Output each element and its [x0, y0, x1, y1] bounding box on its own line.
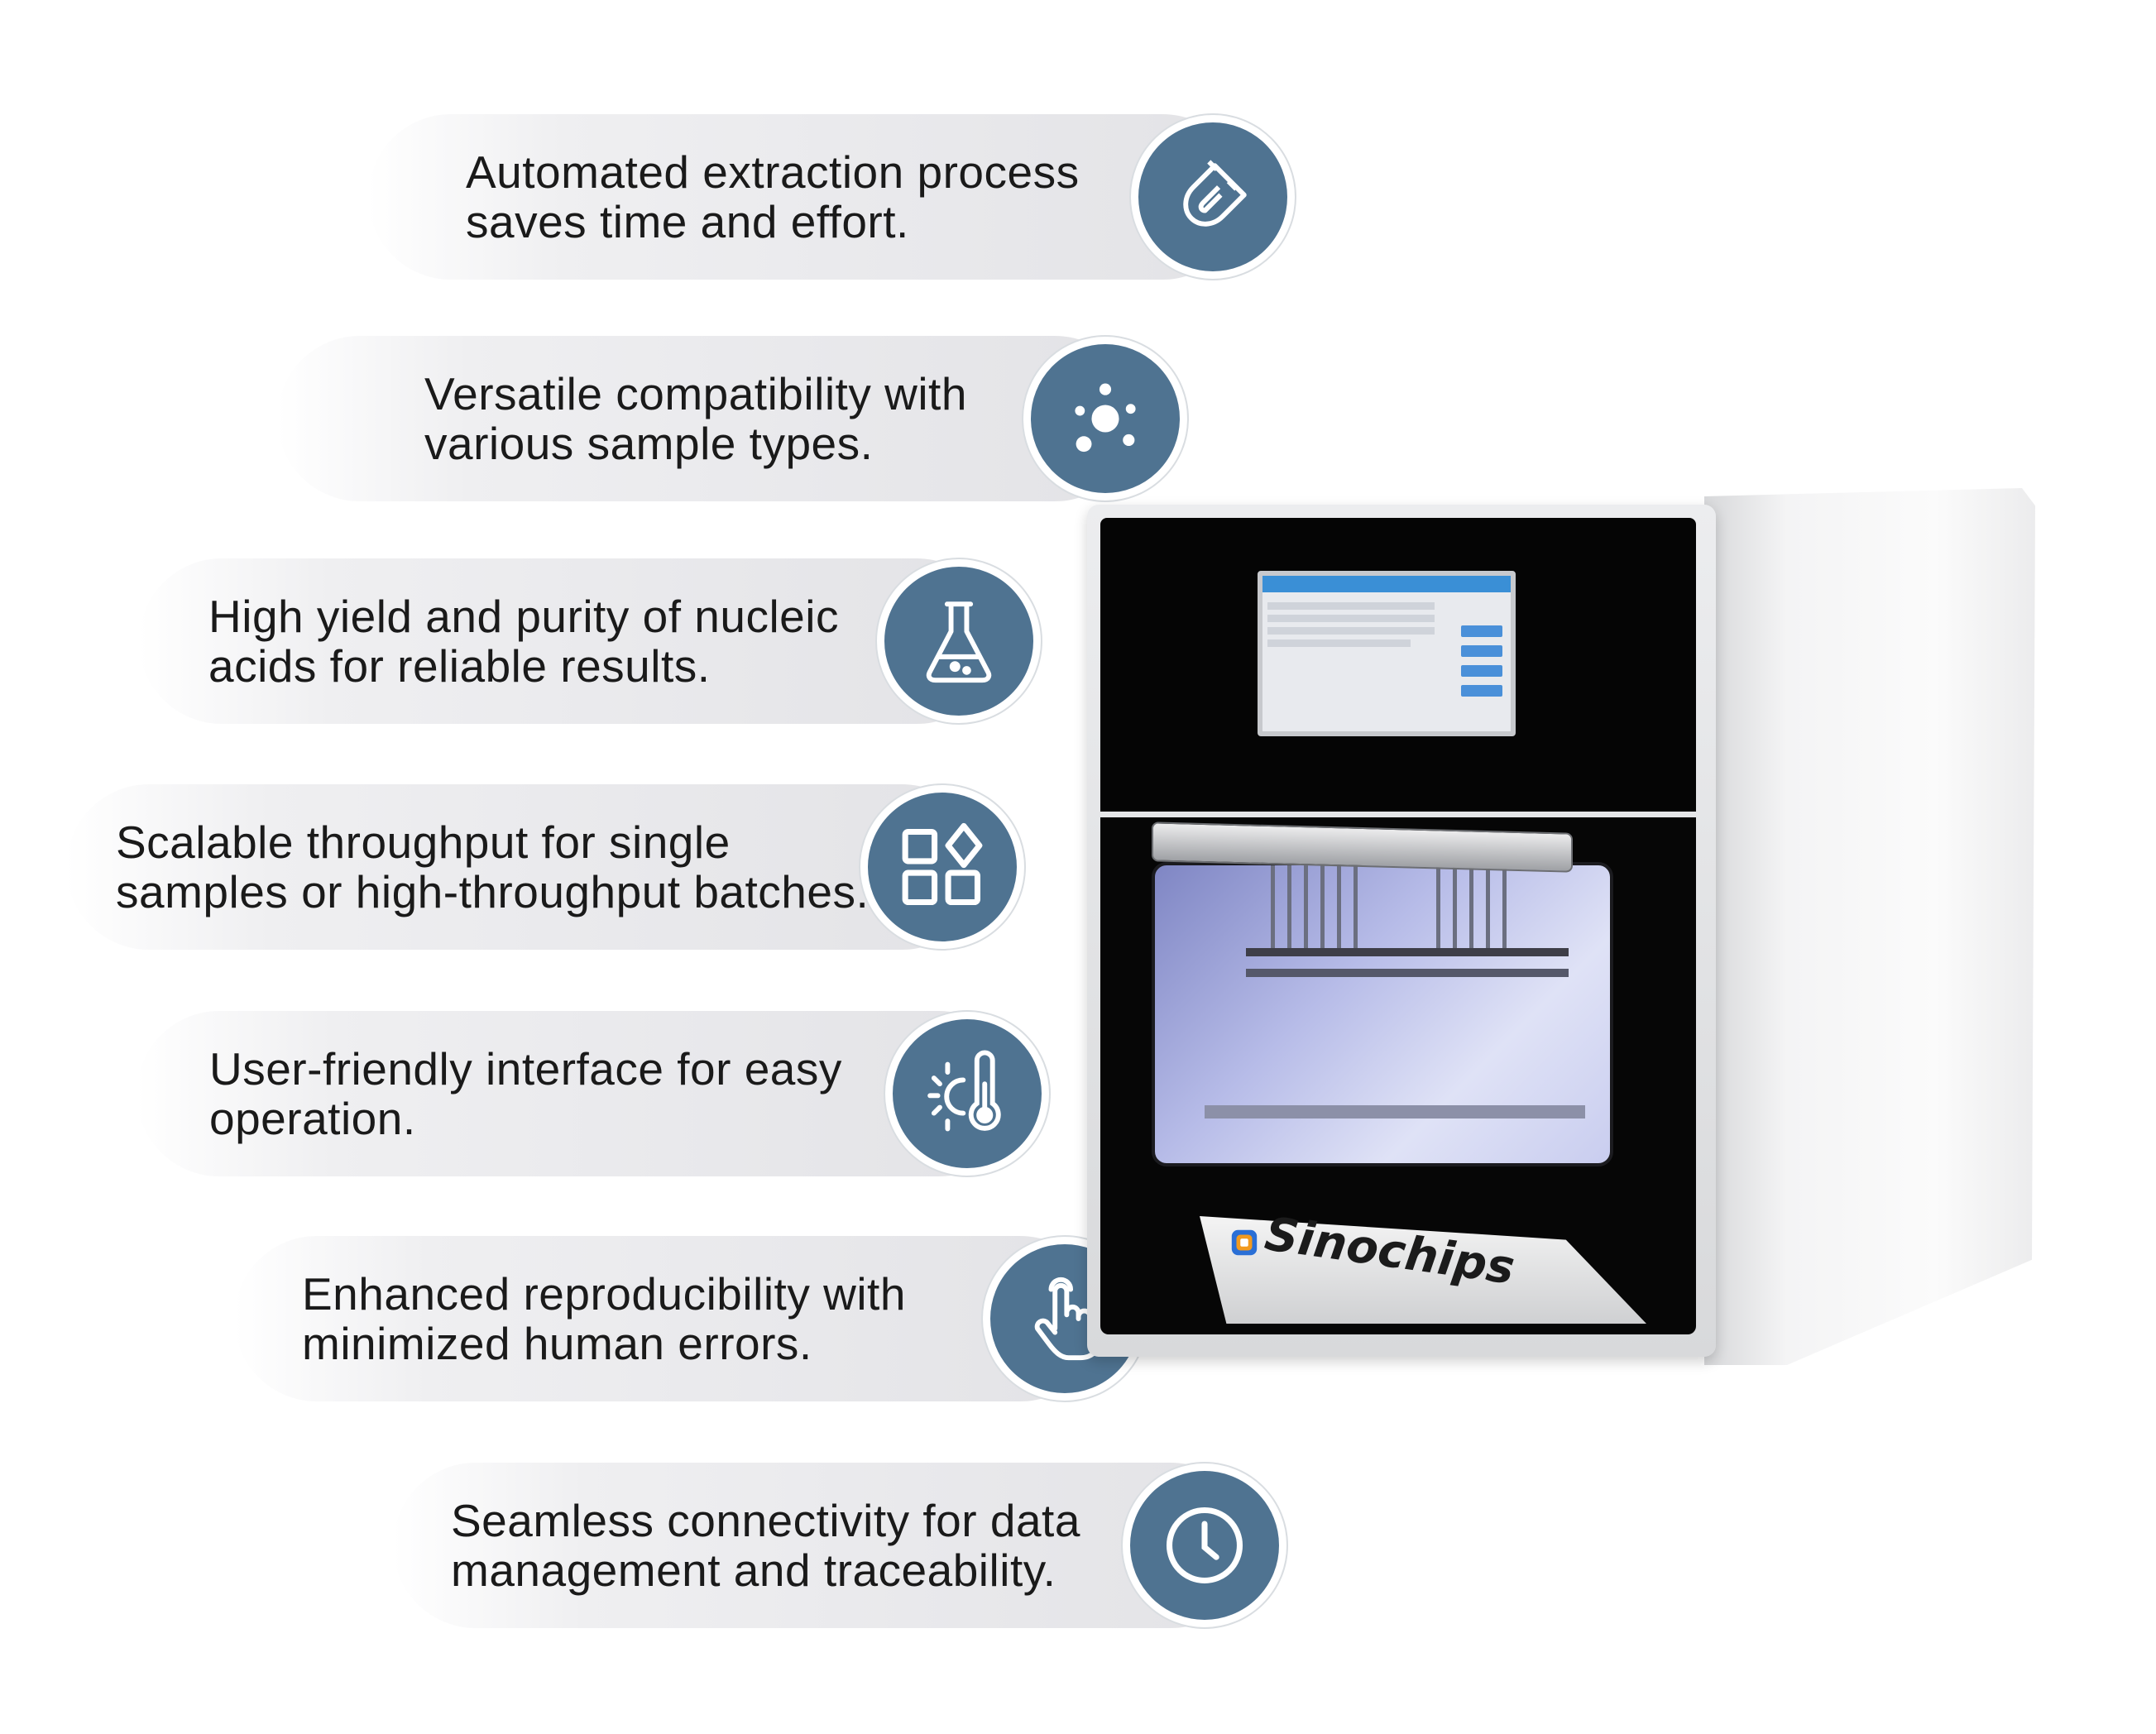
- feature-item: Versatile compatibility with various sam…: [277, 336, 1187, 501]
- particles-icon: [1023, 337, 1187, 501]
- feature-text: High yield and purity of nucleic acids f…: [208, 591, 839, 692]
- screen-button: [1461, 625, 1502, 637]
- magnetic-rod-rail: [1246, 948, 1569, 956]
- plate-tray: [1205, 1105, 1585, 1118]
- screen-button: [1461, 645, 1502, 657]
- feature-item: User-friendly interface for easy operati…: [137, 1011, 1063, 1176]
- screen-toolbar: [1262, 576, 1511, 592]
- feature-pill: [66, 784, 985, 950]
- feature-pill: [393, 1463, 1253, 1628]
- flask-icon: [877, 559, 1041, 723]
- instrument-side-panel: [1704, 488, 2035, 1365]
- viewing-window: [1152, 862, 1613, 1166]
- feature-text: Scalable throughput for single samples o…: [116, 817, 870, 917]
- feature-text: Versatile compatibility with various sam…: [424, 368, 967, 469]
- feature-text: Automated extraction process saves time …: [466, 146, 1080, 247]
- feature-text: User-friendly interface for easy operati…: [209, 1043, 842, 1144]
- sun-thermometer-icon: [885, 1012, 1049, 1176]
- feature-pill: [139, 558, 999, 724]
- brand-logo-icon: [1231, 1229, 1258, 1256]
- feature-pill: [368, 114, 1245, 280]
- feature-item: Scalable throughput for single samples o…: [66, 784, 1026, 950]
- grid-blocks-icon: [860, 785, 1024, 949]
- feature-pill: [234, 1236, 1103, 1401]
- screen-button: [1461, 665, 1502, 677]
- feature-text: Enhanced reproducibility with minimized …: [302, 1268, 906, 1369]
- feature-item: Seamless connectivity for data managemen…: [393, 1463, 1303, 1628]
- touch-screen: [1258, 571, 1516, 736]
- screen-table: [1262, 592, 1511, 657]
- clock-icon: [1123, 1463, 1286, 1627]
- feature-item: Enhanced reproducibility with minimized …: [234, 1236, 1147, 1401]
- feature-text: Seamless connectivity for data managemen…: [451, 1495, 1080, 1596]
- feature-item: High yield and purity of nucleic acids f…: [139, 558, 1049, 724]
- feature-item: Automated extraction process saves time …: [368, 114, 1295, 280]
- extraction-instrument: Sinochips: [1076, 488, 2035, 1373]
- feature-pill: [277, 336, 1138, 501]
- screen-button: [1461, 685, 1502, 697]
- magnetic-rod-rail: [1246, 969, 1569, 977]
- feature-pill: [137, 1011, 1022, 1176]
- magnet-icon: [1131, 115, 1295, 279]
